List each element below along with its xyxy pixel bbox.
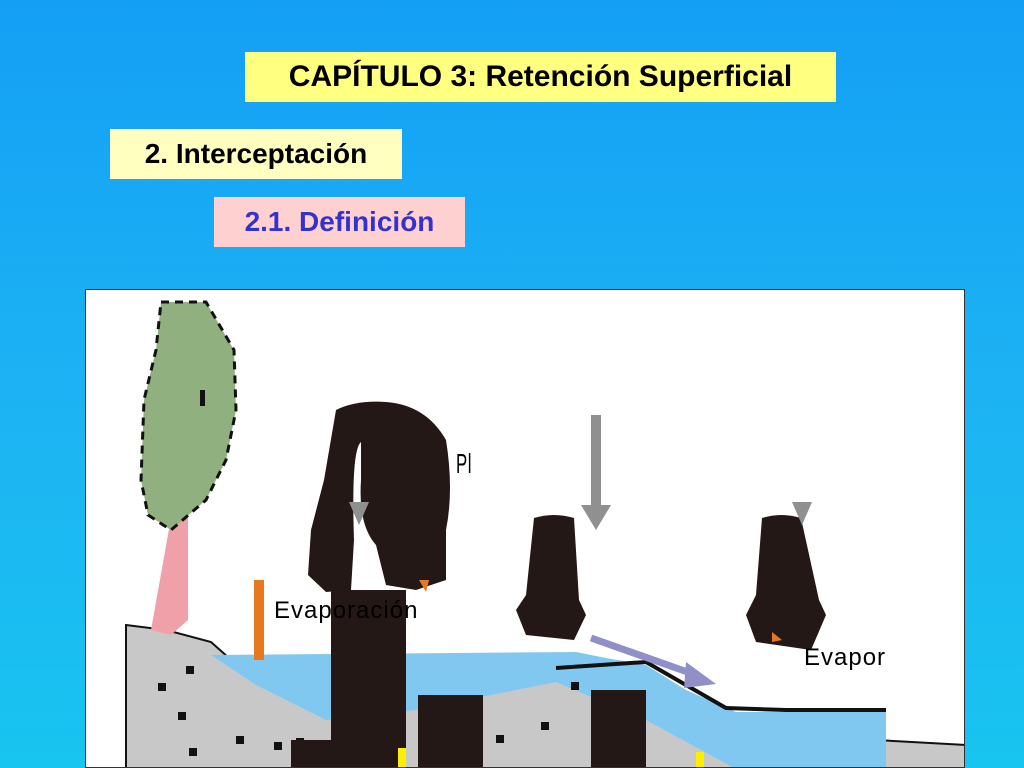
rain-arrow-right <box>792 502 812 525</box>
evaporation-label-right: Evapor <box>804 644 887 671</box>
chapter-title: CAPÍTULO 3: Retención Superficial <box>245 52 836 102</box>
tree-canopy <box>139 300 238 532</box>
section-heading: 2. Interceptación <box>110 129 402 179</box>
rain-arrow-center <box>581 505 611 530</box>
rain-label: Pl <box>456 448 473 479</box>
evaporation-mark-left <box>254 580 264 660</box>
runoff-arrow <box>684 662 716 688</box>
evaporation-label-left: Evaporación <box>274 597 419 624</box>
subsection-heading: 2.1. Definición <box>214 197 465 247</box>
rain-arrow-left <box>349 502 369 525</box>
tree-trunk <box>151 518 188 635</box>
drop-shape-center <box>516 515 586 640</box>
interception-diagram-graphic <box>125 300 964 767</box>
interception-diagram: Pl Evaporación Evapor <box>85 289 965 768</box>
drop-shape-right <box>746 515 826 650</box>
interception-shape <box>308 401 450 592</box>
